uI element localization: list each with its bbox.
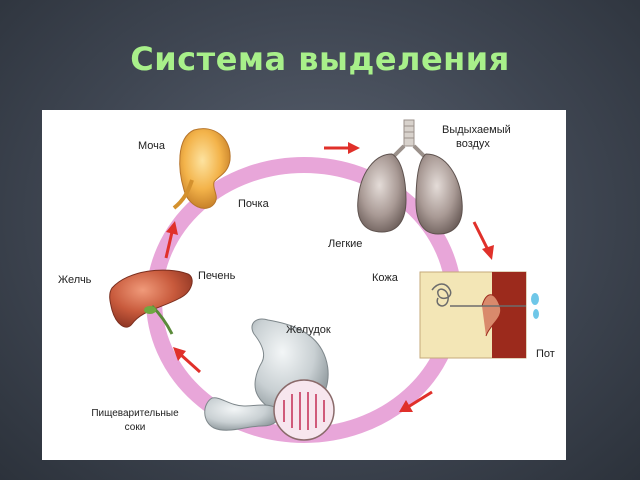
kidney-illustration [172,128,231,210]
label-bile: Желчь [58,274,92,286]
flow-arrow-top [324,142,360,154]
slide-title: Система выделения [130,40,510,78]
flow-arrow-left-upper [164,221,178,259]
label-exhaled-air-line2: воздух [456,138,490,150]
label-exhaled-air-line1: Выдыхаемый [442,124,511,136]
label-kidney: Почка [238,198,269,210]
label-digestive-juices-line2: соки [124,422,146,433]
skin-illustration [419,271,539,359]
flow-arrow-left-lower [173,347,202,374]
liver-illustration [109,269,193,335]
lungs-illustration [357,119,463,235]
label-liver: Печень [198,270,236,282]
label-stomach: Желудок [286,324,331,336]
label-sweat: Пот [536,348,555,360]
label-lungs: Легкие [328,238,363,250]
stomach-illustration [204,318,335,441]
diagram-panel: Моча Почка Выдыхаемый воздух Легкие Кожа… [42,110,566,460]
flow-arrow-right-upper [472,221,494,260]
label-urine: Моча [138,140,166,152]
label-digestive-juices-line1: Пищеварительные [91,408,179,419]
excretory-cycle-diagram [109,119,539,443]
flow-arrow-bottom-right [399,390,433,412]
label-skin: Кожа [372,272,398,284]
